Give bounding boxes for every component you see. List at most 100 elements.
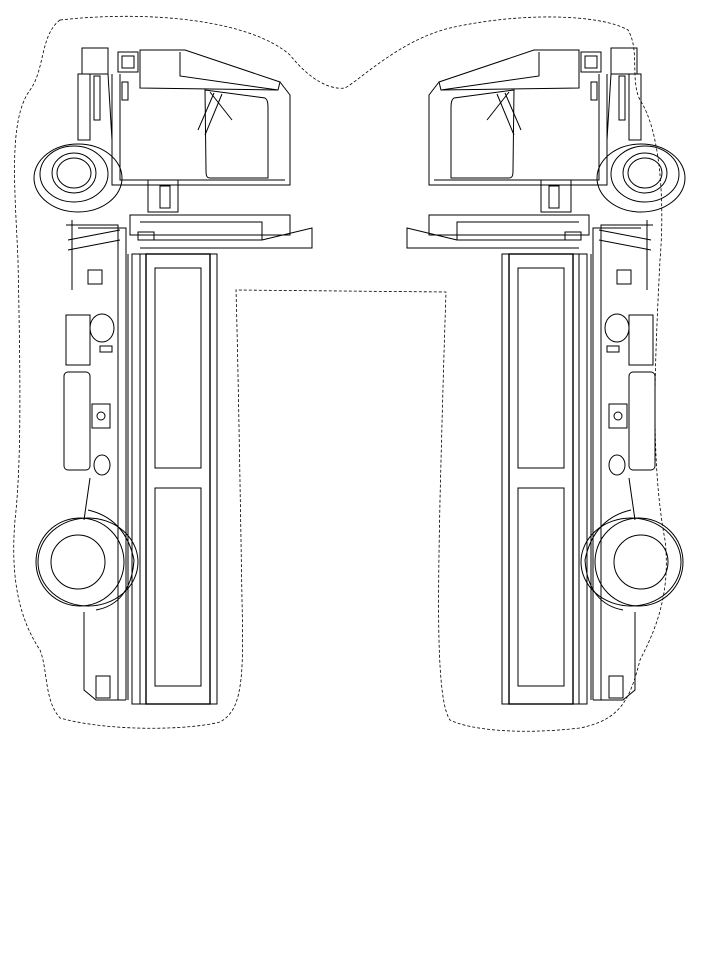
truck-right-part — [610, 145, 680, 203]
cargo-bed-outer — [131, 253, 218, 705]
truck-right-part — [504, 92, 522, 131]
cab-roof — [139, 49, 281, 91]
brace — [67, 229, 121, 241]
truck-right-part — [496, 93, 515, 136]
truck-right-part — [608, 454, 626, 476]
truck-right-part — [440, 52, 540, 91]
chassis-rail-2 — [78, 227, 127, 700]
truck-right-part — [486, 91, 510, 121]
truck-right-part — [584, 509, 632, 611]
truck-right-part — [628, 314, 654, 366]
front-grille — [77, 73, 91, 141]
truck-right-part — [508, 253, 574, 705]
rear-frame — [83, 612, 126, 701]
cab-roof-block — [81, 47, 109, 75]
cab-light — [117, 51, 139, 73]
truck-left-side — [33, 47, 313, 705]
truck-right-part — [406, 227, 579, 249]
truck-right-part — [428, 74, 608, 186]
truck-right-part — [456, 221, 579, 241]
truck-right-part — [450, 89, 515, 179]
truck-right-part — [616, 269, 632, 285]
tow-hook — [137, 231, 155, 241]
cab-mudguard — [140, 227, 313, 249]
truck-right-part — [622, 152, 668, 194]
cargo-bed — [145, 253, 211, 705]
cargo-panel-front — [154, 267, 202, 469]
rear-wheel-rim — [35, 517, 125, 607]
cut-outline — [13, 15, 667, 732]
truck-right-part — [613, 534, 669, 590]
mount — [99, 345, 113, 353]
toolbox — [91, 403, 111, 429]
truck-right-part — [540, 179, 572, 213]
truck-right-part — [517, 267, 565, 469]
truck-right-part — [604, 313, 630, 343]
truck-right-part — [618, 75, 626, 121]
cargo-panel-rear — [154, 487, 202, 687]
truck-right-part — [593, 612, 636, 701]
truck-right-part — [592, 227, 641, 700]
cab-body-inner — [119, 74, 285, 181]
truck-right-part — [548, 185, 560, 209]
truck-right-part — [608, 403, 628, 429]
cab-roof-line — [179, 52, 279, 91]
truck-right-part — [584, 55, 598, 69]
cab-step-inner — [159, 185, 171, 209]
truck-right-part — [594, 517, 684, 607]
battery-box — [63, 371, 91, 471]
truck-right-part — [628, 73, 642, 141]
chassis-box — [87, 269, 103, 285]
rear-wheel-outer — [37, 517, 139, 607]
truck-right-part — [610, 47, 638, 75]
rear-wheel-hub — [50, 534, 106, 590]
hose — [83, 477, 91, 521]
truck-right-part — [428, 214, 590, 236]
truck-right-part — [606, 345, 620, 353]
truck-right-part — [608, 675, 624, 699]
front-wheel-hub-inner — [56, 157, 92, 189]
truck-right-part — [600, 224, 653, 700]
truck-right-part — [580, 517, 682, 607]
headlight — [93, 75, 101, 121]
truck-right-side — [406, 47, 686, 705]
front-wheel-outer — [33, 143, 123, 213]
fuel-tank — [65, 314, 91, 366]
air-tank — [89, 313, 115, 343]
truck-right-part — [613, 411, 623, 421]
cab-skirt — [129, 214, 291, 236]
truck-right-part — [438, 49, 580, 91]
toolbox-lock — [96, 411, 106, 421]
front-wheel-rim — [39, 145, 109, 203]
truck-right-part — [590, 81, 598, 101]
truck-right-part — [627, 157, 663, 189]
truck-right-part — [598, 239, 652, 251]
truck-right-part — [434, 74, 600, 181]
cab-skirt-inner — [140, 221, 263, 241]
truck-right-part — [501, 253, 588, 705]
front-wheel-hub — [51, 152, 97, 194]
cab-light-inner — [121, 55, 135, 69]
cab-body — [111, 74, 291, 186]
truck-right-part — [564, 231, 582, 241]
wiper-arm-2 — [197, 92, 215, 131]
bumper-line — [102, 73, 113, 141]
chassis-rail — [66, 224, 119, 700]
truck-right-part — [628, 371, 656, 471]
valve — [93, 454, 111, 476]
wiper — [209, 91, 233, 121]
truck-right-part — [596, 143, 686, 213]
truck-right-part — [606, 73, 617, 141]
rear-light — [95, 675, 111, 699]
rear-fender — [87, 509, 135, 611]
door-handle — [121, 81, 129, 101]
truck-right-part — [628, 477, 636, 521]
truck-right-part — [580, 51, 602, 73]
cab-step — [147, 179, 179, 213]
brace-2 — [67, 239, 121, 251]
truck-right-part — [598, 229, 652, 241]
wiper-arm — [204, 93, 223, 136]
truck-right-part — [517, 487, 565, 687]
